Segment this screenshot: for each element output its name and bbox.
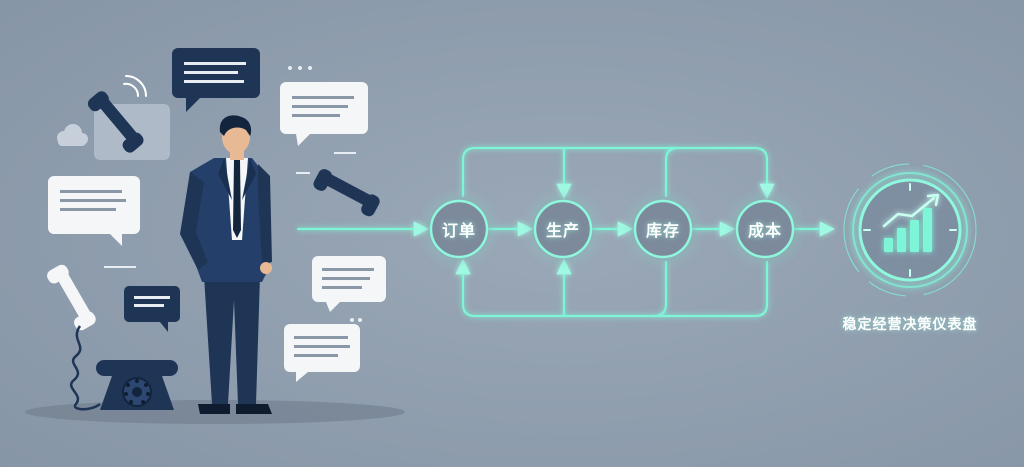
- rotary-telephone-icon: [96, 360, 178, 410]
- chat-bubble-icon: [48, 176, 140, 246]
- cloud-icon: [57, 124, 88, 146]
- signal-waves-icon: [123, 75, 147, 97]
- phone-handset-icon: [87, 91, 144, 153]
- decor-line: [334, 152, 356, 154]
- phone-handset-icon: [47, 264, 96, 331]
- node-orders: [429, 199, 489, 259]
- bar-chart-trend-icon: [882, 193, 940, 252]
- chat-bubble-icon: [172, 48, 260, 112]
- typing-dots: [350, 318, 362, 322]
- chat-bubble-icon: [124, 286, 180, 332]
- node-label-inventory: 库存: [645, 221, 680, 240]
- phone-cord: [69, 325, 101, 411]
- chat-bubble-icon: [284, 324, 360, 382]
- decor-line: [296, 172, 310, 174]
- phone-handset-icon: [313, 169, 380, 217]
- chat-bubble-icon: [312, 256, 386, 312]
- typing-dots: [288, 66, 312, 70]
- node-label-production: 生产: [545, 221, 580, 240]
- node-label-orders: 订单: [441, 221, 476, 240]
- node-inventory: [633, 199, 693, 259]
- chat-bubble-icon: [280, 82, 368, 146]
- flow-connectors: [296, 146, 836, 318]
- dashboard-label: 稳定经营决策仪表盘: [842, 317, 978, 333]
- businessman-figure: [180, 115, 272, 414]
- node-production: [533, 199, 593, 259]
- node-label-cost: 成本: [747, 221, 782, 240]
- decor-line: [104, 266, 136, 268]
- node-cost: [735, 199, 795, 259]
